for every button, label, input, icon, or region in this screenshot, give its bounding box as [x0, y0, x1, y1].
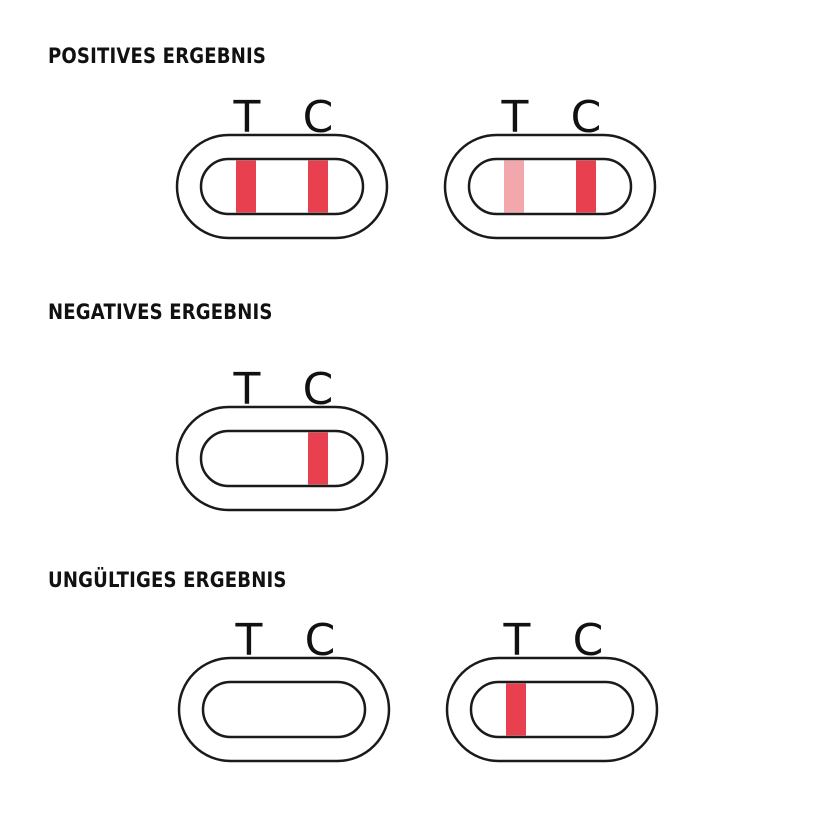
c-line: [576, 160, 596, 213]
section-title-negative: NEGATIVES ERGEBNIS: [48, 300, 273, 324]
test-cassette: T C: [442, 92, 658, 240]
test-cassette: T C: [174, 364, 390, 512]
result-window: [201, 680, 367, 739]
result-window: [469, 680, 635, 739]
section-title-invalid: UNGÜLTIGES ERGEBNIS: [48, 568, 287, 592]
c-line: [308, 160, 328, 213]
test-cassette: T C: [444, 615, 660, 763]
t-line: [506, 683, 526, 736]
result-window: [199, 429, 365, 488]
c-line: [308, 432, 328, 485]
result-window: [199, 157, 365, 216]
section-title-positive: POSITIVES ERGEBNIS: [48, 44, 267, 68]
test-cassette-drawing: T C: [443, 92, 657, 240]
t-line: [504, 160, 524, 213]
result-window: [467, 157, 633, 216]
test-cassette: T C: [174, 92, 390, 240]
test-cassette-drawing: T C: [175, 92, 389, 240]
test-cassette-drawing: T C: [177, 615, 391, 763]
test-cassette-drawing: T C: [175, 364, 389, 512]
t-line: [236, 160, 256, 213]
test-cassette-drawing: T C: [445, 615, 659, 763]
test-cassette: T C: [176, 615, 392, 763]
